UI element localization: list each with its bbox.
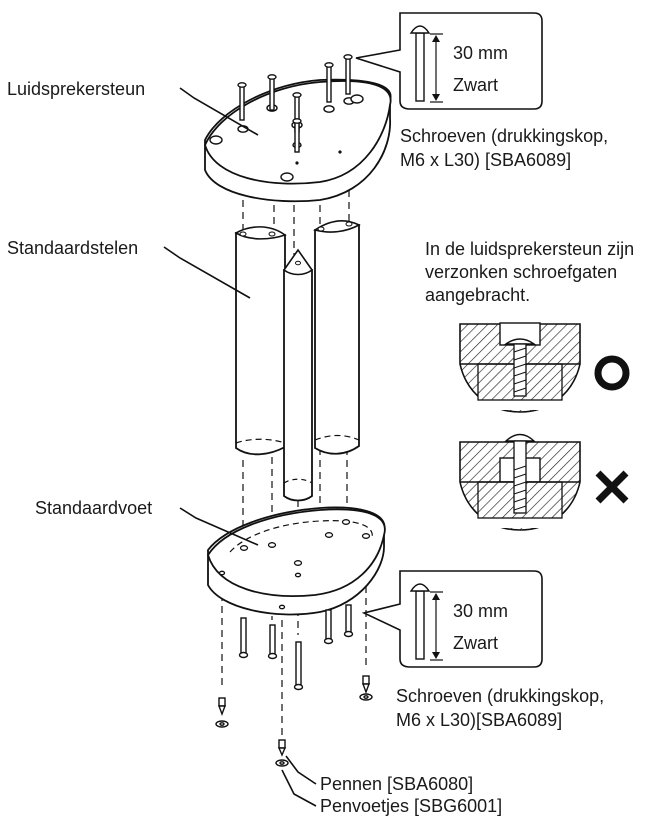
- top-screws: [237, 54, 353, 153]
- countersink-note-line3: aangebracht.: [425, 285, 531, 305]
- screw-icon: [415, 590, 425, 660]
- bottom-screw-callout: [361, 570, 543, 668]
- countersink-note-line1: In de luidsprekersteun zijn: [425, 239, 635, 259]
- bottom-callout-color: Zwart: [453, 633, 498, 653]
- column-right: [313, 220, 361, 455]
- top-callout-color: Zwart: [453, 75, 498, 95]
- cross-section-wrong: [459, 433, 581, 531]
- correct-icon: [594, 355, 630, 391]
- top-screws-line2: M6 x L30) [SBA6089]: [400, 150, 572, 170]
- top-screws-line1: Schroeven (drukkingskop,: [400, 126, 609, 146]
- bottom-callout-length: 30 mm: [453, 601, 509, 621]
- base-plate: [207, 506, 386, 616]
- label-pins: Pennen [SBA6080]: [320, 774, 474, 794]
- bottom-screws-line1: Schroeven (drukkingskop,: [396, 686, 605, 706]
- label-leaders: [163, 87, 317, 807]
- top-callout-length: 30 mm: [453, 43, 509, 63]
- spike-pins: [215, 675, 373, 767]
- countersink-note-line2: verzonken schroefgaten: [425, 262, 618, 282]
- cross-section-correct: [459, 322, 581, 413]
- bottom-screws-line2: M6 x L30)[SBA6089]: [396, 710, 563, 730]
- label-columns: Standaardstelen: [7, 238, 139, 258]
- top-screw-callout: [355, 12, 543, 110]
- screw-icon: [415, 32, 425, 102]
- bottom-screws: [238, 604, 354, 691]
- column-center: [282, 248, 314, 502]
- column-left: [234, 226, 287, 456]
- label-base: Standaardvoet: [35, 498, 153, 518]
- label-feet: Penvoetjes [SBG6001]: [320, 796, 503, 816]
- wrong-icon: [595, 470, 629, 504]
- label-speaker-support: Luidsprekersteun: [7, 79, 146, 99]
